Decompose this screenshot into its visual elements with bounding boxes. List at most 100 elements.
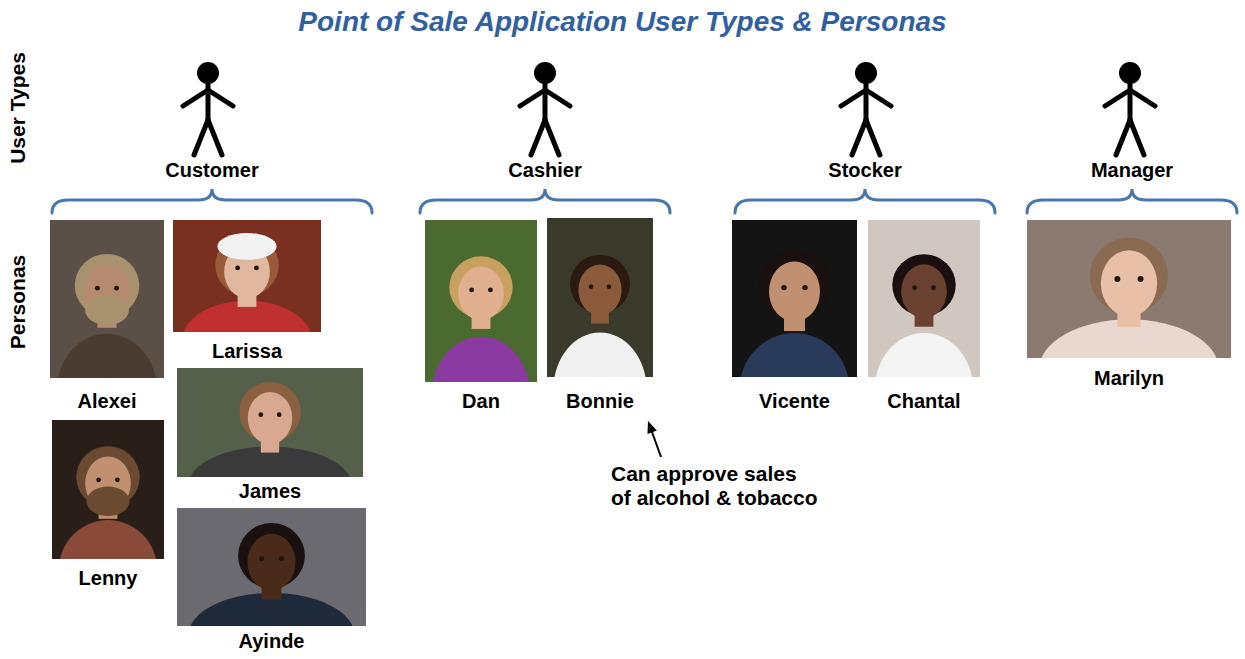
persona-card: Bonnie: [547, 218, 653, 412]
persona-name: Larissa: [212, 340, 282, 362]
figure-leg: [1130, 120, 1144, 155]
figure-arm: [841, 90, 866, 106]
photo-eye: [277, 412, 282, 417]
callout-arrow: [648, 421, 662, 457]
photo-eye: [115, 477, 120, 482]
figure-leg: [866, 120, 880, 155]
user-type-group: CustomerAlexei LarissaJamesLennyAyinde: [49, 158, 375, 653]
photo-face: [248, 392, 292, 444]
photo-shirt: [432, 337, 531, 382]
user-type-group: ManagerMarilyn: [1024, 158, 1240, 398]
persona-name: Bonnie: [566, 390, 634, 412]
persona-name: James: [239, 480, 301, 502]
persona-photo: [732, 220, 857, 377]
photo-eye: [258, 412, 263, 417]
figure-arm: [545, 90, 570, 106]
photo-beard: [85, 295, 129, 325]
figure-arm: [1105, 90, 1130, 106]
persona-photo: [173, 220, 321, 332]
photo-face: [458, 267, 504, 321]
user-type-name: Customer: [49, 158, 375, 182]
persona-name: Lenny: [79, 567, 138, 589]
figure-arm: [1130, 90, 1155, 106]
photo-eye: [1114, 276, 1120, 282]
callout-note: Can approve sales of alcohol & tobacco: [611, 462, 820, 510]
persona-card: Dan: [425, 220, 537, 412]
stick-figure: [841, 62, 891, 155]
user-type-name: Cashier: [417, 158, 673, 182]
photo-shirt: [59, 520, 158, 559]
persona-photo: [50, 220, 164, 378]
arrow-head: [648, 421, 657, 434]
photo-shirt: [553, 332, 646, 377]
user-type-group: CashierDan Bonnie: [417, 158, 673, 418]
figure-arm: [520, 90, 545, 106]
persona-card: James: [177, 368, 363, 502]
persona-photo: [868, 220, 980, 377]
user-type-name: Stocker: [732, 158, 998, 182]
persona-card: Lenny: [52, 420, 164, 589]
figure-arm: [866, 90, 891, 106]
title-wrap: Point of Sale Application User Types & P…: [0, 5, 1245, 39]
figure-leg: [852, 120, 866, 155]
photo-face: [1101, 250, 1157, 316]
photo-eye: [254, 266, 259, 271]
photo-eye: [607, 284, 612, 289]
photo-beard: [86, 487, 129, 517]
photo-eye: [96, 477, 101, 482]
photo-eye: [912, 285, 917, 290]
persona-name: Vicente: [759, 390, 830, 412]
photo-face: [247, 534, 295, 591]
photo-eye: [259, 556, 264, 561]
photo-face: [901, 264, 947, 318]
persona-card: Ayinde: [177, 508, 366, 652]
label-wrap: User Types: [6, 52, 30, 164]
persona-photo: [547, 218, 653, 377]
persona-card: Vicente: [732, 220, 857, 412]
user-type-name: Manager: [1024, 158, 1240, 182]
photo-hat: [217, 233, 276, 260]
curly-bracket: [1027, 189, 1237, 213]
stick-figure: [1105, 62, 1155, 155]
persona-card: Marilyn: [1027, 220, 1231, 389]
figure-head: [197, 62, 219, 84]
user-type-group: StockerVicente Chantal: [732, 158, 998, 418]
persona-card: Larissa: [173, 220, 321, 362]
photo-shirt: [875, 333, 974, 377]
figure-leg: [194, 120, 208, 155]
persona-card: Chantal: [868, 220, 980, 412]
figure-leg: [1116, 120, 1130, 155]
photo-eye: [931, 285, 936, 290]
diagram-title: Point of Sale Application User Types & P…: [298, 5, 946, 39]
curly-brackets: [52, 189, 1237, 213]
axis-label: User Types: [6, 52, 30, 164]
photo-eye: [1138, 276, 1144, 282]
photo-eye: [279, 556, 284, 561]
figure-head: [534, 62, 556, 84]
figure-leg: [531, 120, 545, 155]
persona-name: Ayinde: [239, 630, 305, 652]
persona-card: Alexei: [50, 220, 164, 412]
leader-line: [652, 432, 661, 457]
photo-eye: [488, 288, 493, 293]
stick-figure: [520, 62, 570, 155]
photo-shirt: [740, 333, 850, 377]
photo-eye: [95, 286, 100, 291]
persona-photo: [52, 420, 164, 559]
photo-eye: [469, 288, 474, 293]
photo-shirt: [57, 334, 157, 378]
persona-photo: [177, 508, 366, 626]
photo-face: [578, 265, 621, 316]
photo-eye: [114, 286, 119, 291]
figure-leg: [545, 120, 559, 155]
label-wrap: Can approve sales of alcohol & tobacco: [611, 462, 820, 510]
persona-photo: [1027, 220, 1231, 358]
persona-name: Dan: [462, 390, 500, 412]
photo-eye: [802, 285, 807, 290]
axis-label: Personas: [6, 255, 30, 350]
persona-name: Chantal: [887, 390, 960, 412]
persona-name: Alexei: [78, 390, 137, 412]
photo-eye: [589, 284, 594, 289]
curly-bracket: [420, 189, 670, 213]
